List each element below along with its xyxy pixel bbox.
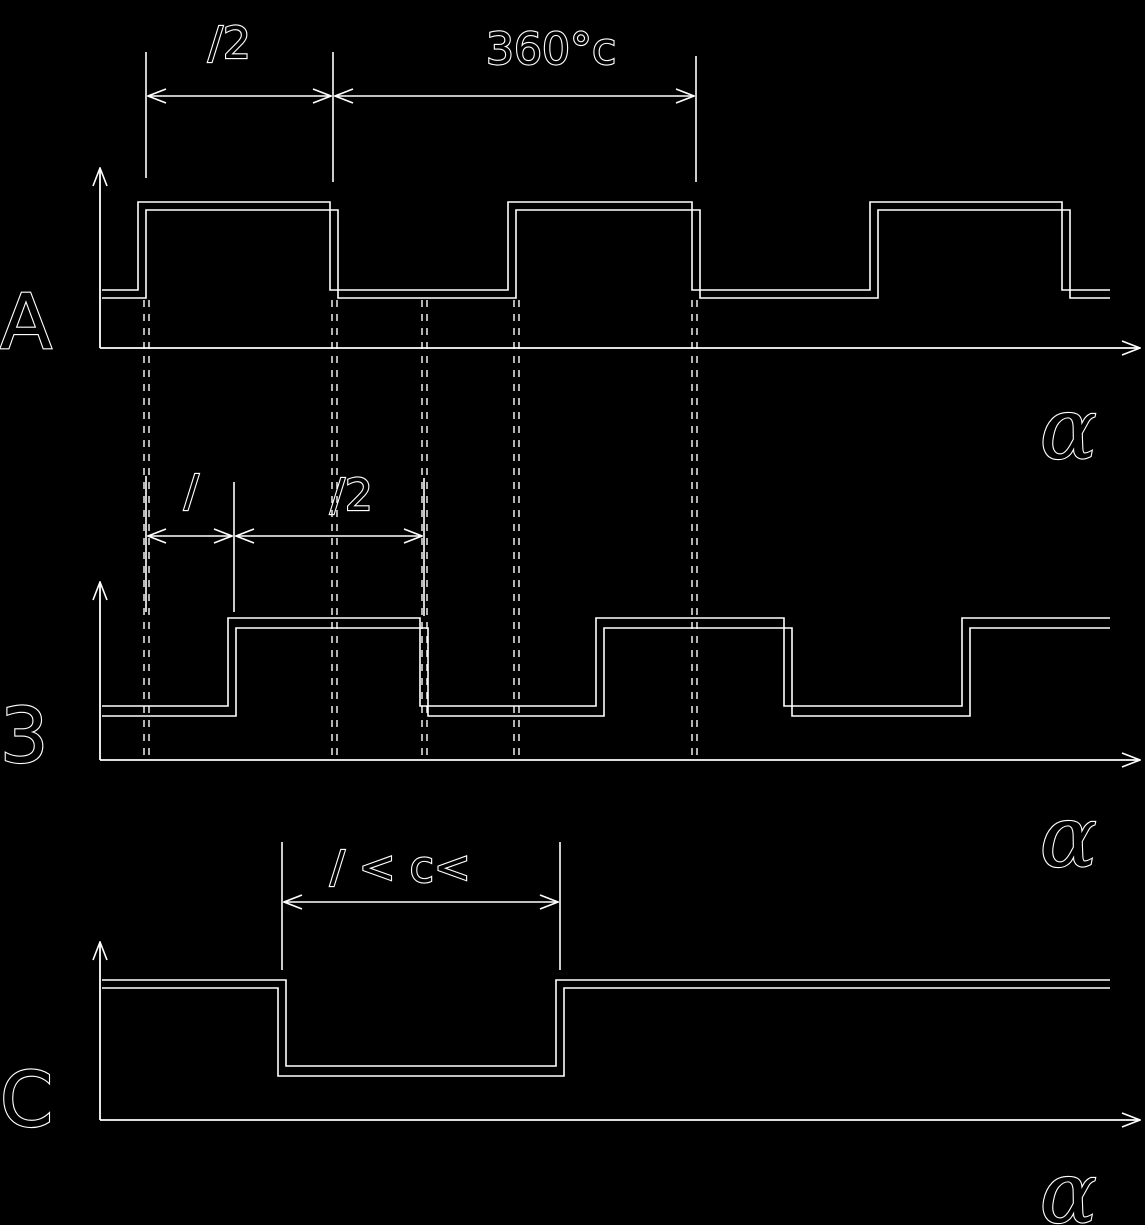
signal-c-waveform-outer <box>102 979 1110 1067</box>
signal-c-panel: / < c< C α <box>0 841 1140 1225</box>
signal-a-panel: /2 360°c A α <box>0 17 1140 479</box>
signal-c-waveform-inner <box>102 987 1110 1077</box>
signal-a-label: A <box>0 277 52 366</box>
signal-a-dimension-label-half: /2 <box>208 18 251 69</box>
signal-b-panel: / /2 3 α <box>0 465 1140 887</box>
signal-b-dimension-label-lag: / <box>184 466 199 517</box>
signal-b-waveform-outer <box>102 617 1110 707</box>
signal-a-axis-label: α <box>1040 380 1097 478</box>
signal-c-axis-label: α <box>1040 1144 1097 1225</box>
alignment-guides <box>143 300 698 756</box>
signal-c-label: C <box>0 1055 53 1144</box>
signal-b-label: 3 <box>0 691 48 780</box>
signal-a-waveform-outer <box>102 201 1110 291</box>
signal-b-axis-label: α <box>1040 788 1097 886</box>
signal-a-dimension-label-period: 360°c <box>486 24 616 75</box>
signal-b-waveform-inner <box>102 627 1110 717</box>
signal-a-waveform-inner <box>102 209 1110 299</box>
signal-c-dimension-label: / < c< <box>330 842 471 893</box>
